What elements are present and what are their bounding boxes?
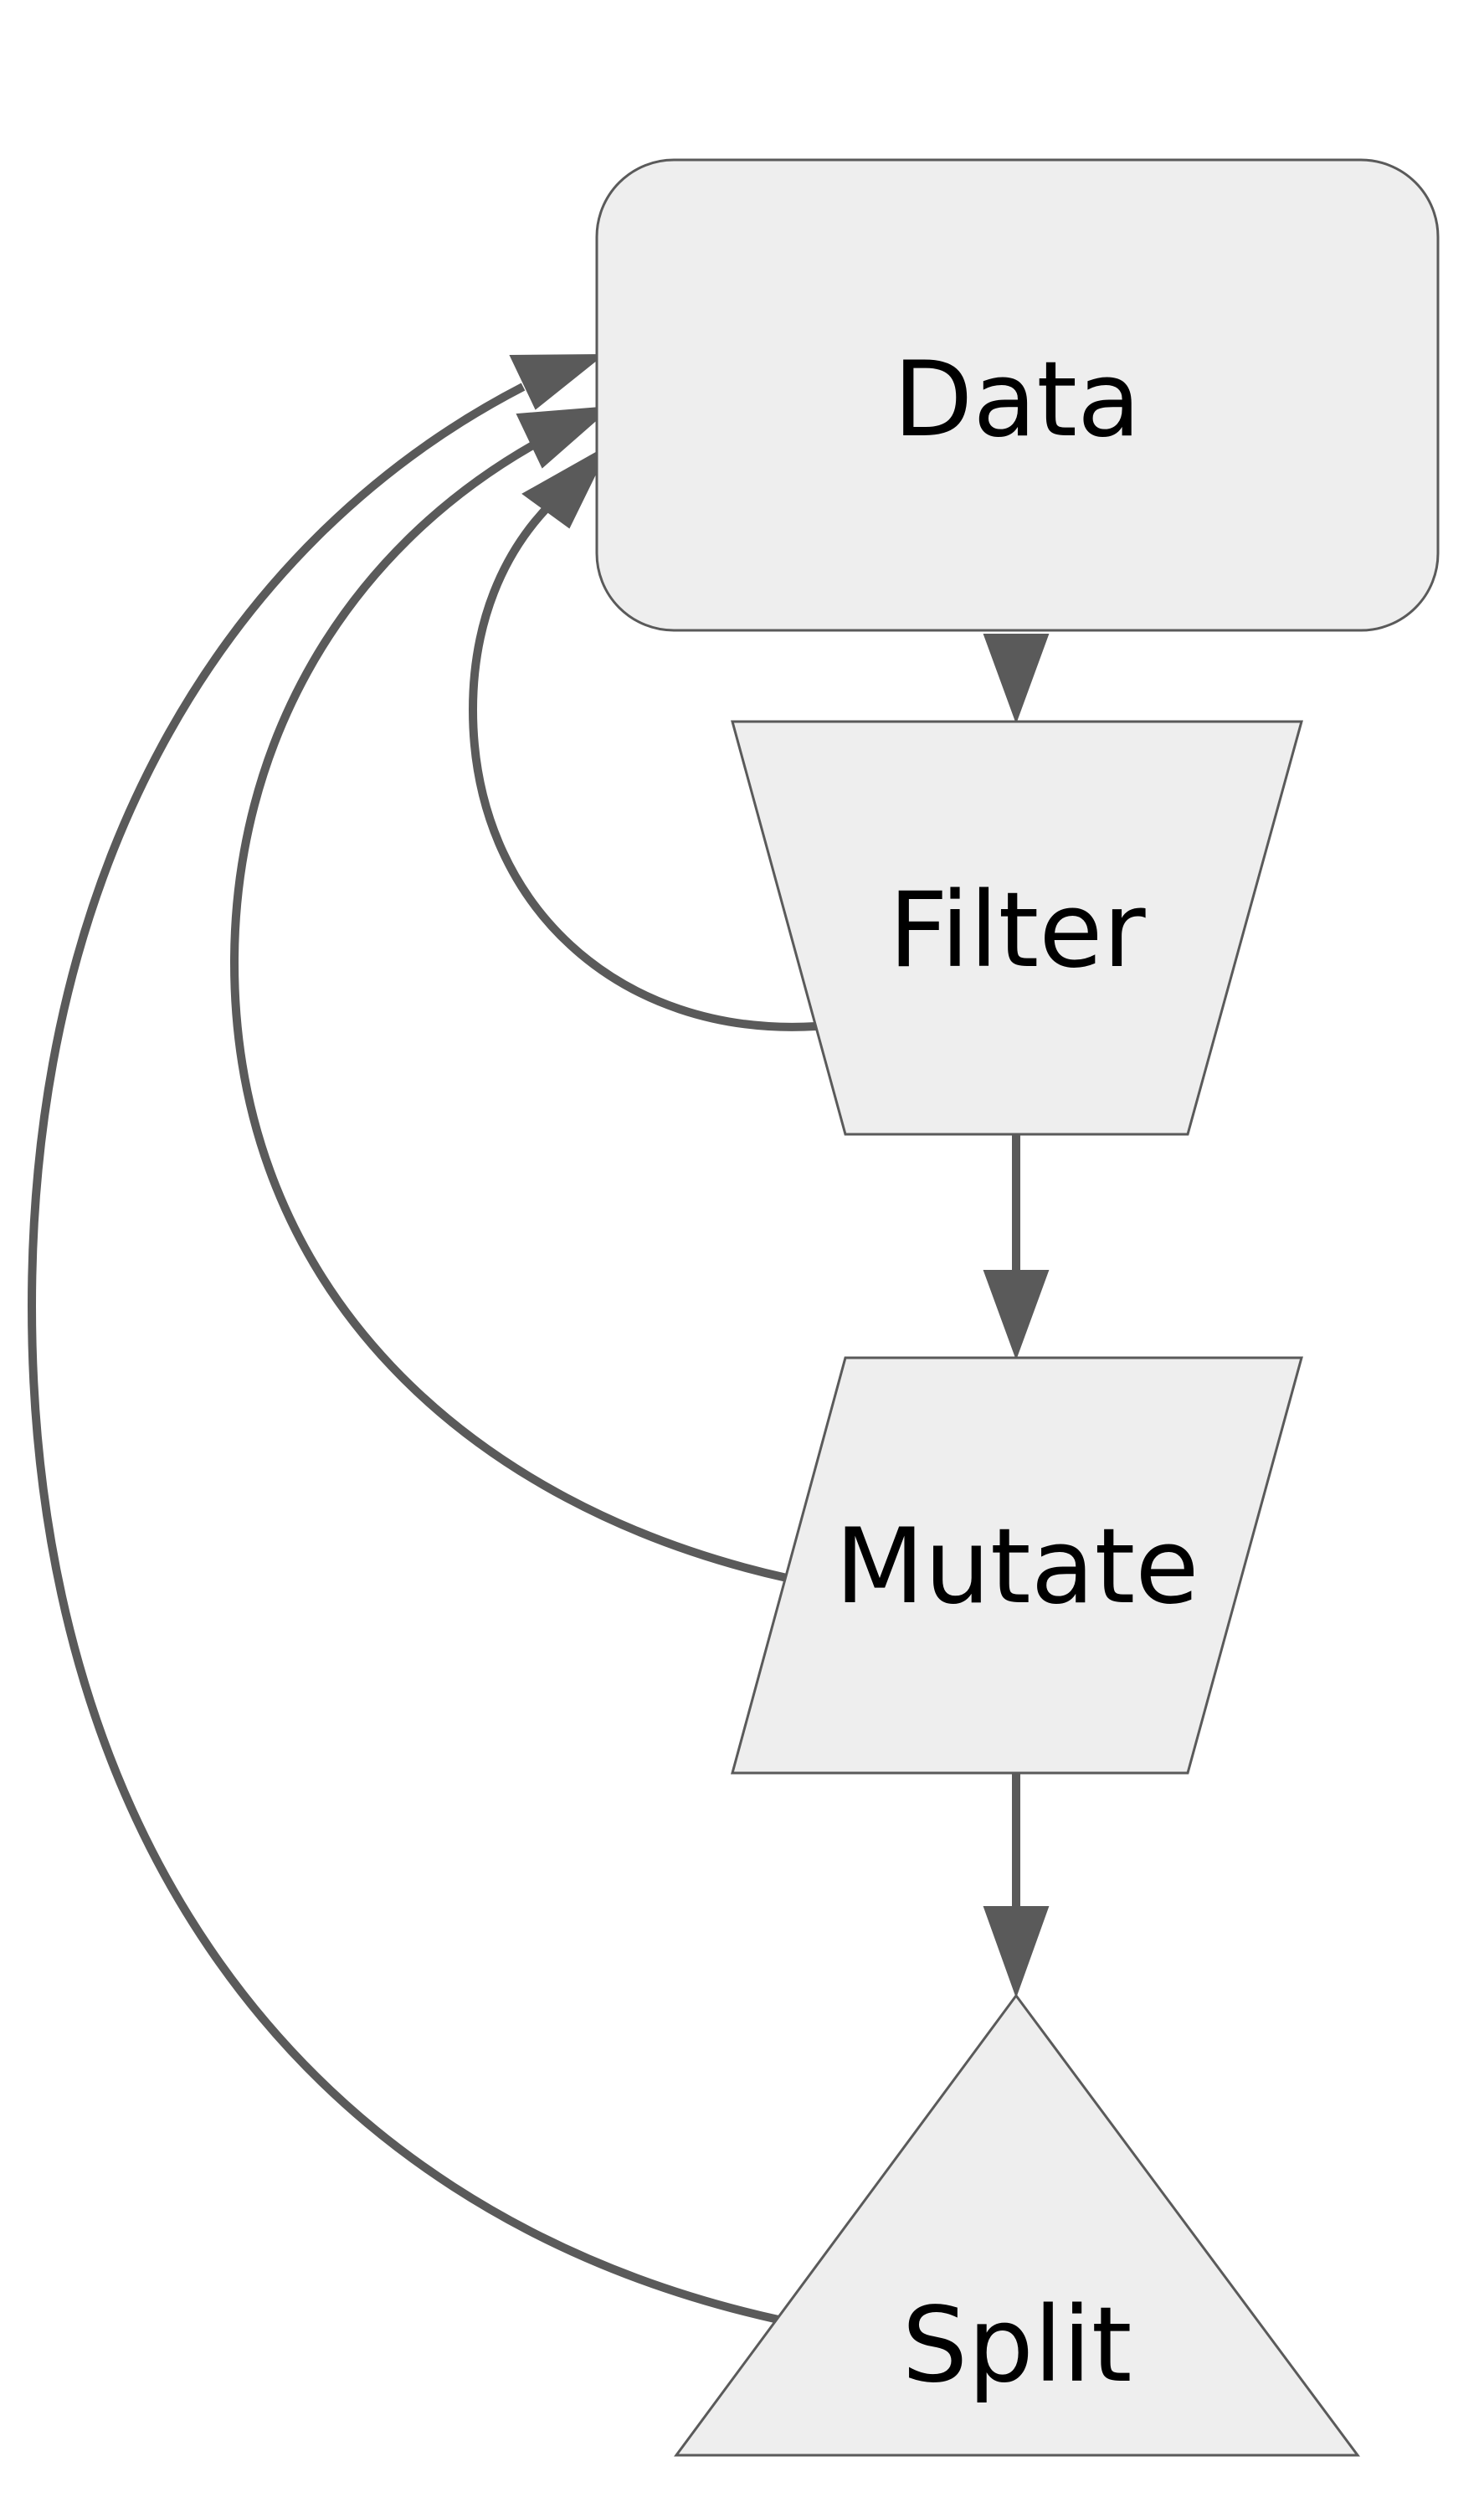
arrow-head: [516, 405, 614, 469]
edge-mutate-to-split: [983, 1773, 1050, 1998]
edge-line: [27, 383, 780, 2324]
node-filter-shape: [731, 720, 1303, 1136]
edge-filter-to-data: [468, 443, 817, 1031]
node-data[interactable]: Data: [595, 158, 1440, 632]
node-mutate[interactable]: Mutate: [731, 1356, 1303, 1775]
edge-mutate-to-data: [229, 405, 788, 1582]
node-mutate-label: Mutate: [834, 1507, 1199, 1627]
node-split[interactable]: Split: [674, 1993, 1360, 2457]
edge-data-to-filter: [983, 634, 1050, 724]
arrow-head: [521, 443, 612, 529]
nodes: Data Filter Mutate Split: [595, 158, 1440, 2457]
edge-line: [229, 439, 788, 1582]
node-mutate-shape: [731, 1356, 1303, 1775]
node-filter[interactable]: Filter: [731, 720, 1303, 1136]
node-data-shape: [595, 158, 1440, 632]
edge-line: [468, 499, 817, 1031]
node-data-label: Data: [893, 340, 1141, 460]
node-filter-label: Filter: [888, 871, 1145, 991]
node-split-label: Split: [902, 2285, 1132, 2406]
arrow-head: [509, 353, 605, 410]
edge-filter-to-mutate: [983, 1134, 1050, 1360]
edges: [27, 353, 1050, 2324]
arrow-head: [983, 1906, 1050, 1998]
edge-split-to-data: [27, 353, 780, 2324]
arrow-head: [983, 634, 1050, 724]
node-split-shape: [674, 1993, 1360, 2457]
arrow-head: [983, 1270, 1050, 1360]
